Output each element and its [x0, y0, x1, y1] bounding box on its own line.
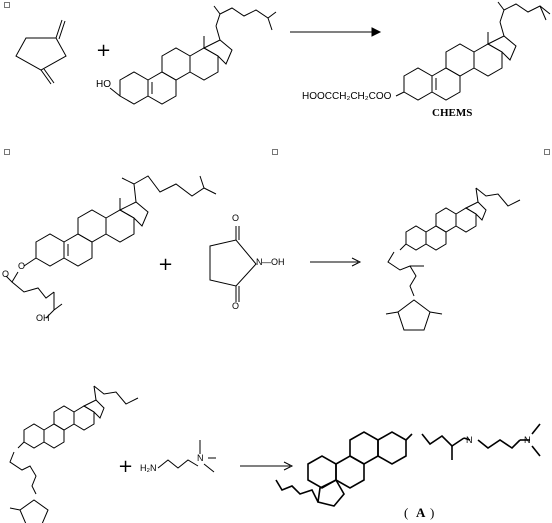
- n-hydroxysuccinimide-structure: [209, 226, 257, 302]
- reaction-arrow-2: [310, 257, 362, 267]
- amine-h2n-label: H₂N: [140, 463, 157, 473]
- product-a-paren-open: (: [404, 505, 409, 520]
- amine-n-label: N: [197, 453, 204, 463]
- product-dimethylamine-n-label: N: [524, 435, 531, 445]
- nhs-hydroxyl-label: —OH: [262, 257, 285, 267]
- nhs-ester-product-structure: [385, 187, 521, 331]
- final-product-a-structure: [275, 423, 541, 507]
- plus-sign-row3: +: [118, 456, 134, 477]
- chems-name-label: CHEMS: [432, 107, 473, 119]
- resize-handle: [544, 149, 550, 155]
- dimethylaminopropylamine-structure: [157, 440, 216, 473]
- hydroxyl-label-row1: HO: [96, 79, 111, 90]
- reaction-arrow-1: [290, 27, 382, 37]
- plus-sign-row1: +: [96, 40, 112, 61]
- product-a-label: A: [416, 505, 426, 520]
- nhs-bottom-oxygen-label: O: [232, 301, 240, 311]
- cholesterol-structure: [109, 5, 277, 105]
- nhs-ester-reactant-structure: [9, 385, 139, 523]
- nhs-top-oxygen-label: O: [232, 213, 240, 223]
- ester-oxygen-label: O: [18, 261, 26, 271]
- cholesteryl-hemisuccinate-structure: [5, 175, 217, 319]
- resize-handle: [4, 149, 10, 155]
- product-a-paren-close: ): [430, 505, 435, 520]
- chems-structure: [395, 1, 551, 101]
- resize-handle: [272, 149, 278, 155]
- resize-handle: [4, 2, 10, 8]
- amide-n-label: N: [466, 435, 473, 445]
- carboxylic-oh-label: OH: [36, 313, 50, 323]
- plus-sign-row2: +: [158, 254, 174, 275]
- nhs-nitrogen-label: N: [256, 257, 263, 267]
- succinate-chain-label: HOOCCH₂CH₂COO: [302, 91, 392, 102]
- carbonyl-oxygen-label: O: [2, 269, 10, 279]
- reaction-arrow-3: [240, 461, 294, 471]
- succinic-anhydride-structure: [15, 19, 67, 85]
